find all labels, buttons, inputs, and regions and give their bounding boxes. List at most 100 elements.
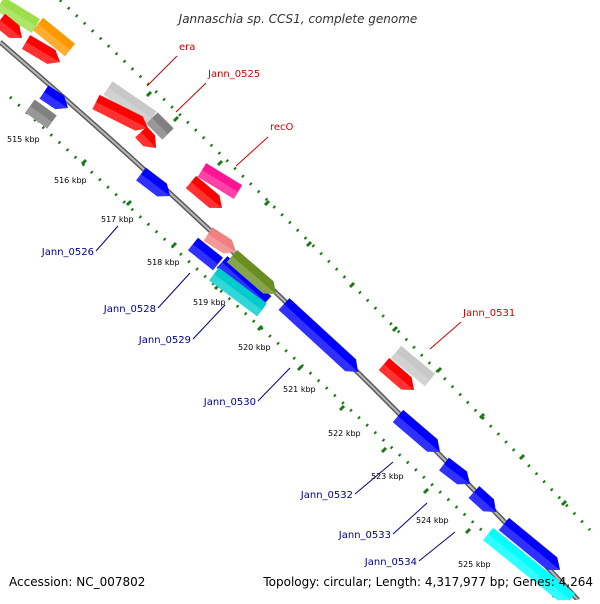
major-tick	[263, 199, 271, 207]
gene-feature-10	[390, 345, 436, 387]
gene-feature-15-bevel	[188, 244, 218, 271]
major-tick	[464, 527, 472, 535]
leader-line	[175, 82, 207, 113]
gene-feature-25	[482, 527, 576, 604]
gene-feature-19-bevel	[226, 256, 276, 294]
gene-label-reverse: Jann_0529	[138, 335, 191, 346]
gene-feature-2-bevel	[0, 20, 22, 38]
major-tick	[256, 324, 264, 332]
gene-feature-22-bevel	[439, 464, 470, 485]
major-tick	[391, 325, 399, 333]
gene-label-forward: Jann_0525	[207, 69, 260, 80]
gene-feature-19	[226, 249, 276, 294]
gene-feature-1	[32, 17, 76, 57]
major-tick	[348, 281, 356, 289]
gene-feature-19-body	[226, 249, 276, 294]
major-tick	[80, 158, 88, 166]
gene-feature-22-body	[439, 457, 470, 485]
gene-feature-3-bevel	[21, 42, 60, 64]
leader-line	[157, 272, 191, 309]
gene-feature-25-bevel	[482, 534, 570, 604]
gene-features	[0, 0, 576, 604]
gene-feature-23-bevel	[468, 492, 496, 512]
gene-feature-1-bevel	[32, 24, 70, 57]
major-tick	[170, 241, 178, 249]
gene-feature-0	[0, 0, 41, 33]
kbp-label: 520 kbp	[238, 343, 271, 352]
tick-rings	[8, 0, 592, 602]
major-tick	[305, 240, 313, 248]
gene-feature-23-body	[468, 486, 496, 512]
gene-label-reverse: Jann_0534	[364, 557, 417, 568]
kbp-label: 525 kbp	[458, 560, 491, 569]
major-tick	[422, 487, 430, 495]
gene-feature-11	[378, 357, 414, 390]
kbp-label: 524 kbp	[416, 516, 449, 525]
gene-feature-8-bevel	[197, 170, 238, 199]
major-tick	[380, 446, 388, 454]
major-tick	[435, 366, 443, 374]
major-tick	[145, 90, 153, 98]
kbp-label: 522 kbp	[328, 429, 361, 438]
gene-feature-13-bevel	[39, 92, 68, 110]
kbp-label: 516 kbp	[54, 176, 87, 185]
kbp-label: 517 kbp	[101, 215, 134, 224]
leader-line	[146, 55, 178, 87]
gene-label-reverse: Jann_0530	[203, 397, 256, 408]
gene-feature-15	[188, 237, 223, 271]
major-tick	[296, 364, 304, 372]
gene-feature-18	[209, 267, 267, 317]
gene-feature-5-bevel	[92, 102, 148, 131]
gene-feature-5	[92, 94, 148, 131]
gene-feature-24-bevel	[498, 524, 560, 570]
kbp-label: 519 kbp	[193, 298, 226, 307]
gene-feature-22	[439, 457, 470, 485]
accession-text: Accession: NC_007802	[9, 575, 145, 589]
gene-feature-8	[197, 163, 243, 199]
gene-feature-9-bevel	[185, 182, 222, 208]
kbp-label: 515 kbp	[7, 135, 40, 144]
leader-line	[192, 304, 226, 340]
outer-tick-ring	[58, 0, 592, 532]
gene-feature-20	[278, 298, 358, 372]
gene-feature-7	[135, 126, 156, 148]
gene-feature-3	[21, 35, 60, 64]
leader-line	[392, 502, 428, 535]
gene-feature-2	[0, 13, 22, 38]
major-tick	[338, 404, 346, 412]
gene-feature-23	[468, 486, 496, 512]
gene-feature-11-body	[378, 357, 414, 390]
gene-feature-6-bevel	[146, 118, 168, 140]
gene-feature-14	[136, 167, 170, 197]
gene-feature-20-body	[278, 298, 358, 372]
gene-feature-10-bevel	[390, 352, 430, 387]
gene-feature-14-body	[136, 167, 170, 197]
inner-tick-ring	[8, 95, 560, 602]
leader-line	[418, 531, 456, 562]
major-tick	[518, 453, 526, 461]
map-labels: 515 kbp 516 kbp 517 kbp 518 kbp 519 kbp 520 k…	[7, 42, 515, 569]
major-tick	[216, 159, 224, 167]
kbp-label: 518 kbp	[147, 258, 180, 267]
gene-feature-21-bevel	[392, 416, 440, 452]
gene-label-forward: era	[179, 42, 195, 53]
gene-feature-13	[39, 85, 68, 110]
gene-label-reverse: Jann_0532	[300, 490, 353, 501]
gene-feature-9	[185, 175, 222, 208]
leader-line	[95, 225, 119, 252]
summary-text: Topology: circular; Length: 4,317,977 bp…	[262, 575, 593, 589]
gene-feature-24-body	[498, 517, 560, 570]
gene-feature-14-bevel	[136, 174, 170, 197]
gene-feature-18-bevel	[209, 274, 262, 317]
gene-feature-24	[498, 517, 560, 570]
gene-feature-21-body	[392, 409, 440, 452]
gene-feature-20-bevel	[278, 304, 358, 372]
gene-feature-16	[203, 227, 236, 254]
gene-feature-16-bevel	[203, 234, 236, 254]
gene-label-reverse: Jann_0533	[338, 530, 391, 541]
leader-line	[354, 461, 394, 495]
major-tick	[560, 499, 568, 507]
leader-line	[429, 321, 462, 350]
major-tick	[172, 115, 180, 123]
